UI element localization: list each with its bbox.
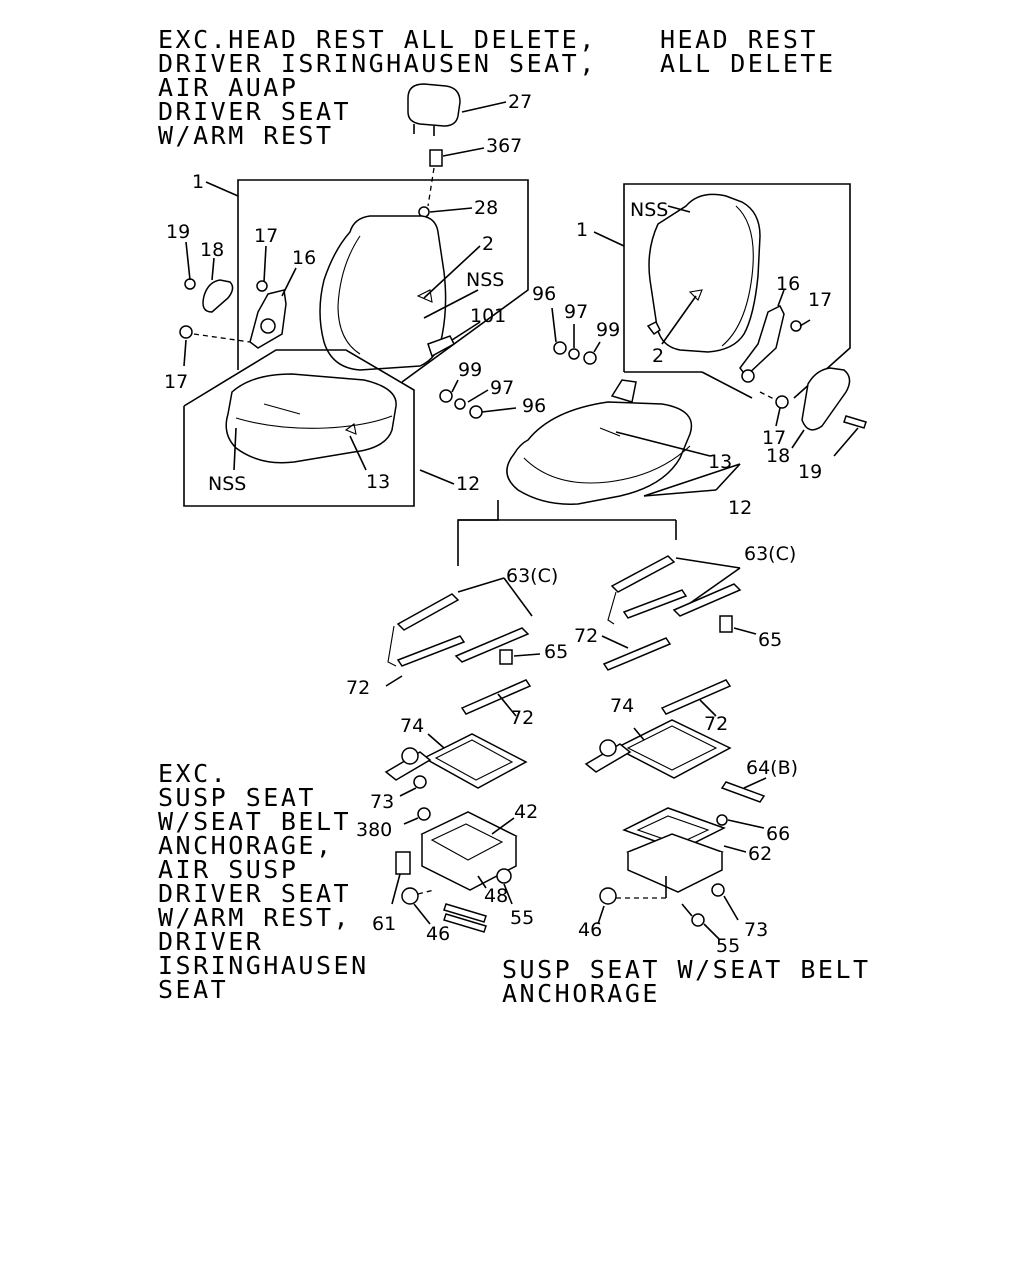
guide-part — [418, 147, 485, 218]
part-label: 101 — [470, 305, 506, 327]
caption-line: AIR SUSP — [158, 855, 298, 884]
part-label: 96 — [532, 283, 556, 305]
part-label: 64(B) — [746, 757, 798, 779]
part-label: 72 — [704, 713, 728, 735]
caption-line: SEAT — [158, 975, 228, 1004]
part-label: NSS — [466, 269, 504, 291]
part-label: 19 — [166, 221, 190, 243]
part-label: 380 — [356, 819, 392, 841]
seat-back-part-right — [646, 193, 761, 353]
part-label: 27 — [508, 91, 532, 113]
caption-line: DRIVER ISRINGHAUSEN SEAT, — [158, 49, 597, 78]
part-label: 1 — [576, 219, 588, 241]
seat-back-part — [319, 215, 481, 371]
caption-line: W/ARM REST, — [158, 903, 351, 932]
part-label: 72 — [574, 625, 598, 647]
caption-line: ISRINGHAUSEN — [158, 951, 369, 980]
left-suspension-base — [391, 811, 518, 933]
part-label: NSS — [208, 473, 246, 495]
part-label: 74 — [400, 715, 424, 737]
caption-line: ANCHORAGE, — [158, 831, 334, 860]
part-label: 48 — [484, 885, 508, 907]
part-label: 2 — [652, 345, 664, 367]
seat-back-outline — [237, 179, 529, 383]
head-rest-part — [407, 83, 507, 136]
caption-line: ALL DELETE — [660, 49, 836, 78]
part-label: 13 — [708, 451, 732, 473]
caption-line: EXC.HEAD REST ALL DELETE, — [158, 25, 597, 54]
washer-set-right — [551, 307, 601, 365]
part-label: 46 — [578, 919, 602, 941]
part-label: 18 — [766, 445, 790, 467]
caption-bottom-right: SUSP SEAT W/SEAT BELT ANCHORAGE — [502, 955, 871, 1008]
part-label: 12 — [456, 473, 480, 495]
part-label: 66 — [766, 823, 790, 845]
recliner-parts-left — [179, 241, 297, 367]
caption-top-left: EXC.HEAD REST ALL DELETE, DRIVER ISRINGH… — [158, 25, 597, 150]
part-label: 63(C) — [506, 565, 558, 587]
caption-line: W/ARM REST — [158, 121, 334, 150]
part-label: 65 — [758, 629, 782, 651]
part-label: 73 — [370, 791, 394, 813]
left-slide-rails — [384, 577, 541, 825]
part-label: 96 — [522, 395, 546, 417]
part-label: 17 — [808, 289, 832, 311]
caption-line: EXC. — [158, 759, 228, 788]
caption-line: SUSP SEAT — [158, 783, 316, 812]
recliner-parts-right — [739, 289, 867, 457]
part-label: 17 — [762, 427, 786, 449]
part-label: 12 — [728, 497, 752, 519]
part-label: 72 — [346, 677, 370, 699]
part-label: 63(C) — [744, 543, 796, 565]
seat-cushion-outline — [183, 349, 415, 507]
part-label: 1 — [192, 171, 204, 193]
part-label: NSS — [630, 199, 668, 221]
caption-line: DRIVER SEAT — [158, 97, 351, 126]
part-label: 19 — [798, 461, 822, 483]
caption-line: HEAD REST — [660, 25, 818, 54]
part-label: 99 — [596, 319, 620, 341]
group-connector — [457, 500, 499, 566]
washer-set-left — [439, 379, 517, 419]
part-label: 367 — [486, 135, 522, 157]
part-label: 97 — [490, 377, 514, 399]
part-label: 18 — [200, 239, 224, 261]
part-label: 74 — [610, 695, 634, 717]
seat-back-outline-right — [623, 183, 851, 399]
part-label: 62 — [748, 843, 772, 865]
part-label: 65 — [544, 641, 568, 663]
caption-line: DRIVER SEAT — [158, 879, 351, 908]
part-label: 28 — [474, 197, 498, 219]
caption-line: DRIVER — [158, 927, 263, 956]
part-label: 99 — [458, 359, 482, 381]
part-label: 2 — [482, 233, 494, 255]
part-label: 55 — [716, 935, 740, 957]
part-label: 55 — [510, 907, 534, 929]
part-label: 16 — [776, 273, 800, 295]
part-label: 73 — [744, 919, 768, 941]
caption-line: ANCHORAGE — [502, 979, 660, 1008]
part-label: 46 — [426, 923, 450, 945]
seat-cushion-part-right — [506, 379, 741, 505]
part-label: 17 — [164, 371, 188, 393]
caption-line: W/SEAT BELT — [158, 807, 351, 836]
part-label: 16 — [292, 247, 316, 269]
right-suspension-base — [597, 807, 765, 941]
part-labels: 27 367 28 1 19 18 17 16 2 NSS 101 17 99 … — [164, 91, 832, 957]
right-slide-rails — [584, 555, 767, 803]
part-label: 61 — [372, 913, 396, 935]
caption-line: AIR AUAP — [158, 73, 298, 102]
part-label: 97 — [564, 301, 588, 323]
part-label: 42 — [514, 801, 538, 823]
seat-cushion-part — [225, 373, 455, 485]
part-label: 72 — [510, 707, 534, 729]
caption-bottom-left: EXC. SUSP SEAT W/SEAT BELT ANCHORAGE, AI… — [158, 759, 369, 1004]
part-label: 17 — [254, 225, 278, 247]
caption-top-right: HEAD REST ALL DELETE — [660, 25, 836, 78]
caption-line: SUSP SEAT W/SEAT BELT — [502, 955, 871, 984]
part-label: 13 — [366, 471, 390, 493]
